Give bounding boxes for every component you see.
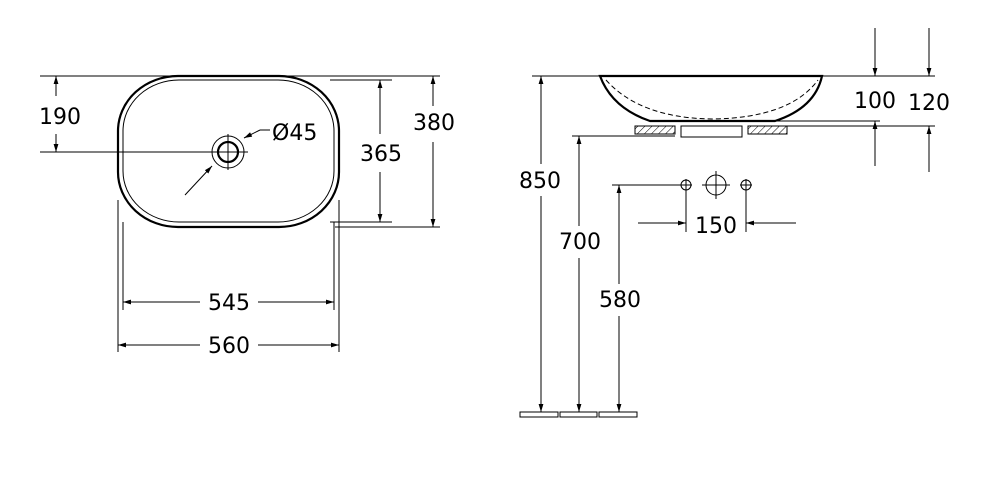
drain-body	[680, 125, 743, 138]
tap-hole-right-icon	[740, 179, 752, 232]
mounting-plate-left	[634, 125, 676, 135]
basin-profile	[598, 74, 824, 123]
top-view: 190 365 380 545 560 Ø45	[39, 74, 455, 359]
floor-segment	[519, 411, 559, 418]
dim-580-label: 580	[599, 288, 641, 313]
floor-segment	[559, 411, 598, 418]
basin-inner-dashed	[605, 79, 819, 120]
drain-diameter-label: Ø45	[272, 121, 317, 146]
mounting-plate-right	[747, 125, 788, 135]
side-view: 100 120 850 700 580 150	[519, 28, 950, 418]
dim-365-label: 365	[360, 142, 402, 167]
floor-segment	[598, 411, 638, 418]
tap-hole-center-icon	[702, 171, 730, 199]
dim-700-label: 700	[559, 230, 601, 255]
dim-120-label: 120	[908, 91, 950, 116]
tap-hole-left-icon	[680, 179, 692, 232]
dim-850-label: 850	[519, 169, 561, 194]
dim-190-label: 190	[39, 105, 81, 130]
dim-560-label: 560	[208, 334, 250, 359]
basin-outline-inner	[122, 79, 335, 223]
dim-150-label: 150	[695, 214, 737, 239]
dim-100-label: 100	[854, 89, 896, 114]
dim-545-label: 545	[208, 291, 250, 316]
dim-380-label: 380	[413, 111, 455, 136]
